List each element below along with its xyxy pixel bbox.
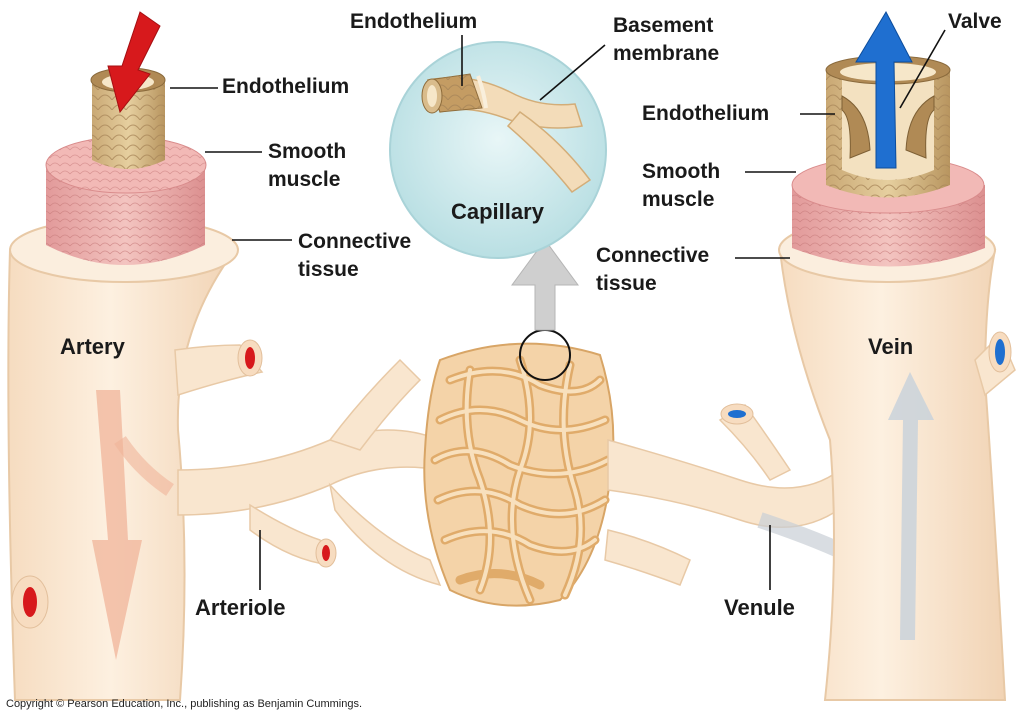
label-vein-endothelium: Endothelium [642, 102, 770, 125]
label-artery: Artery [60, 334, 125, 359]
capillary-bed [423, 239, 615, 607]
vein-blood-flow-arrow [855, 10, 913, 169]
label-artery-endothelium: Endothelium [222, 75, 350, 98]
capillary-tube-branch [506, 110, 592, 194]
label-venule: Venule [724, 595, 795, 620]
label-vein-connective-tissue: Connective tissue [596, 244, 710, 295]
artery-internal-flow [92, 390, 142, 660]
vein-group [778, 10, 1016, 701]
label-vein-smooth-muscle: Smooth muscle [642, 160, 721, 211]
artery-group [7, 11, 264, 701]
capillary-magnifier [389, 41, 607, 259]
enlargement-arrow [511, 239, 579, 331]
label-capillary: Capillary [451, 199, 544, 224]
artery-blood-flow-arrow [107, 11, 161, 114]
vein-valve [841, 95, 935, 159]
vein-trunk [778, 249, 1007, 701]
arteriole-group [177, 358, 442, 587]
venule-group [604, 403, 864, 586]
label-arteriole: Arteriole [195, 595, 286, 620]
label-artery-connective-tissue: Connective tissue [298, 230, 412, 281]
label-vein: Vein [868, 334, 914, 359]
venule-vessel [607, 439, 846, 529]
arteriole-vessel [177, 429, 441, 516]
arteriole-upper-branch [328, 358, 422, 451]
label-basement-membrane: Basement membrane [613, 14, 720, 65]
copyright-notice: Copyright © Pearson Education, Inc., pub… [6, 698, 363, 710]
label-valve: Valve [948, 10, 1002, 33]
leader-lines [170, 29, 946, 590]
label-capillary-endothelium: Endothelium [350, 10, 478, 33]
vein-internal-flow [888, 372, 934, 640]
label-artery-smooth-muscle: Smooth muscle [268, 140, 347, 191]
